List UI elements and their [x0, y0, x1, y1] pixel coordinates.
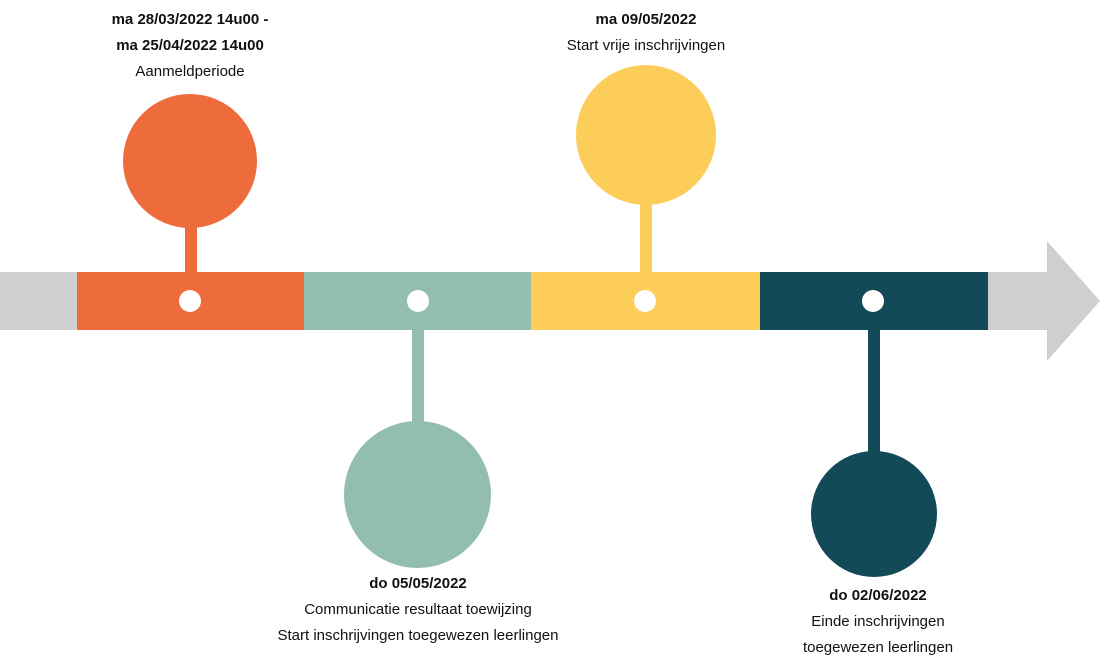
- milestone-3-circle: [576, 65, 716, 205]
- milestone-4-date: do 02/06/2022: [829, 587, 927, 604]
- milestone-3-date: ma 09/05/2022: [595, 11, 697, 28]
- milestone-4-marker: [862, 290, 884, 312]
- milestone-4-description-line-2: toegewezen leerlingen: [802, 639, 954, 656]
- milestone-3-description: Start vrije inschrijvingen: [566, 37, 726, 54]
- milestone-1-stem: [185, 222, 197, 274]
- milestone-3-marker: [634, 290, 656, 312]
- milestone-2-label: do 05/05/2022 Communicatie resultaat toe…: [238, 571, 598, 649]
- milestone-4-circle: [811, 451, 937, 577]
- milestone-4-label: do 02/06/2022 Einde inschrijvingen toege…: [738, 583, 1018, 661]
- milestone-1-circle: [123, 94, 257, 228]
- timeline-arrow-head: [1047, 241, 1100, 361]
- milestone-2-marker: [407, 290, 429, 312]
- milestone-2-description-line-2: Start inschrijvingen toegewezen leerling…: [277, 627, 559, 644]
- milestone-2-stem: [412, 328, 424, 426]
- milestone-1-date-line-1: ma 28/03/2022 14u00 -: [111, 11, 269, 28]
- milestone-2-date: do 05/05/2022: [369, 575, 467, 592]
- milestone-1-date-line-2: ma 25/04/2022 14u00: [116, 37, 264, 54]
- milestone-4-description-line-1: Einde inschrijvingen: [811, 613, 945, 630]
- milestone-1-description: Aanmeldperiode: [135, 63, 245, 80]
- timeline-arrow-shaft: [988, 272, 1050, 330]
- milestone-2-description-line-1: Communicatie resultaat toewijzing: [304, 601, 532, 618]
- milestone-2-circle: [344, 421, 491, 568]
- milestone-3-label: ma 09/05/2022 Start vrije inschrijvingen: [496, 7, 796, 59]
- milestone-1-marker: [179, 290, 201, 312]
- milestone-4-stem: [868, 328, 880, 456]
- timeline-arrow-tail: [0, 272, 78, 330]
- milestone-3-stem: [640, 198, 652, 274]
- milestone-1-label: ma 28/03/2022 14u00 - ma 25/04/2022 14u0…: [40, 7, 340, 85]
